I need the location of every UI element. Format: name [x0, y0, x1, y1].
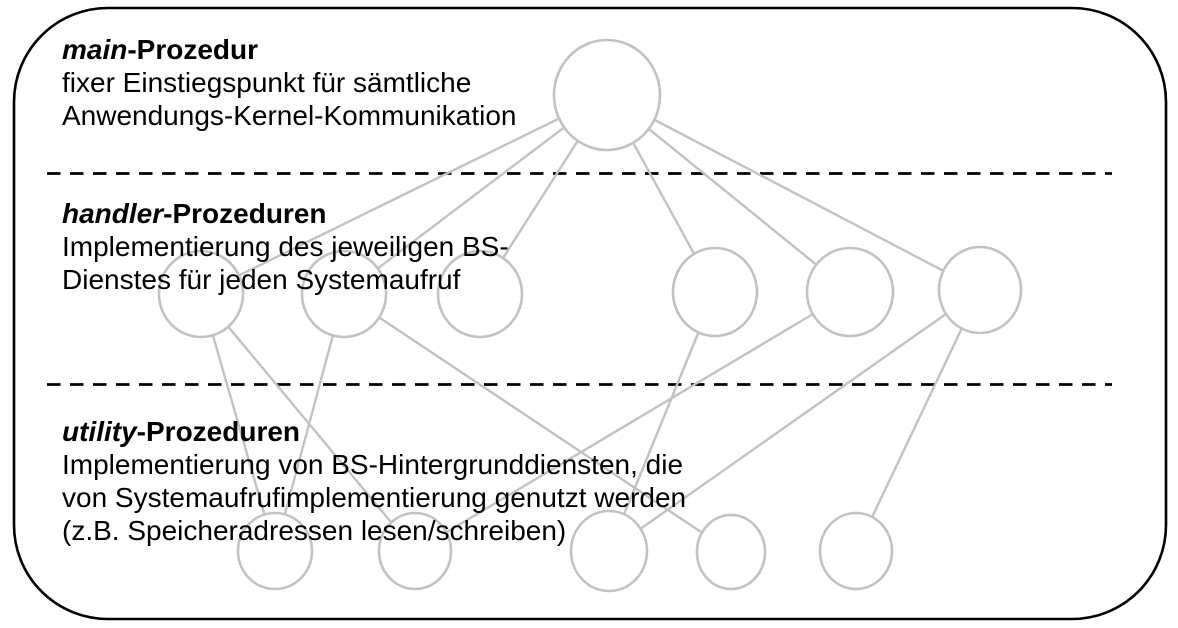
node-utility-2: [377, 511, 453, 591]
layer-utility-description-line-1: Implementierung von BS-Hintergrunddienst…: [62, 449, 684, 480]
call-edge-main-handler-1: [200, 93, 608, 296]
layer-handler-description-line-2: Dienstes für jeden Systemaufruf: [62, 264, 461, 295]
layer-main-description-line-1: fixer Einstiegspunkt für sämtliche: [62, 67, 472, 98]
node-main: [552, 38, 662, 152]
call-edge-handler-6-utility-3: [608, 289, 981, 552]
node-handler-2: [300, 249, 388, 339]
layer-utility-heading: utility-Prozeduren: [62, 415, 686, 448]
layer-utility-description-line-3: (z.B. Speicheradressen lesen/schreiben): [62, 515, 567, 546]
layer-utility-keyword: utility: [62, 416, 137, 447]
layer-utility-heading-suffix: -Prozeduren: [136, 416, 301, 447]
call-edge-main-handler-6: [606, 93, 981, 292]
call-edge-handler-1-utility-2: [200, 293, 416, 552]
layer-main-heading: main-Prozedur: [62, 33, 516, 66]
node-utility-1: [236, 511, 314, 591]
layer-utility-description-line-2: von Systemaufrufimplementierung genutzt …: [62, 482, 687, 513]
node-utility-5: [818, 511, 894, 591]
layer-handler-description-line-1: Implementierung des jeweiligen BS-: [62, 231, 509, 262]
node-utility-3: [569, 509, 649, 593]
layer-label-utility: utility-Prozeduren Implementierung von B…: [62, 415, 686, 547]
layer-main-description-line-2: Anwendungs-Kernel-Kommunikation: [62, 100, 517, 131]
node-utility-4: [695, 513, 767, 591]
node-handler-5: [805, 246, 895, 338]
call-edge-handler-5-utility-2: [414, 290, 851, 553]
call-edge-handler-6-utility-5: [854, 289, 982, 552]
node-handler-3: [436, 249, 524, 339]
layer-main-heading-suffix: -Prozedur: [127, 34, 259, 65]
node-handler-4: [671, 246, 759, 338]
call-edge-handler-2-utility-1: [273, 293, 346, 552]
layer-label-main: main-Prozedur fixer Einstiegspunkt für s…: [62, 33, 516, 132]
call-edge-handler-2-utility-4: [343, 293, 732, 553]
layer-handler-keyword: handler: [62, 198, 164, 229]
node-handler-1: [157, 249, 245, 339]
outer-frame: [12, 6, 1168, 621]
node-handler-6: [937, 245, 1023, 335]
layer-handler-heading-suffix: -Prozeduren: [163, 198, 327, 229]
layer-label-handler: handler-Prozeduren Implementierung des j…: [62, 197, 509, 296]
call-edge-handler-1-utility-1: [199, 293, 277, 552]
layer-handler-heading: handler-Prozeduren: [62, 197, 509, 230]
call-edge-handler-4-utility-3: [607, 291, 717, 552]
layer-main-keyword: main: [62, 34, 128, 65]
